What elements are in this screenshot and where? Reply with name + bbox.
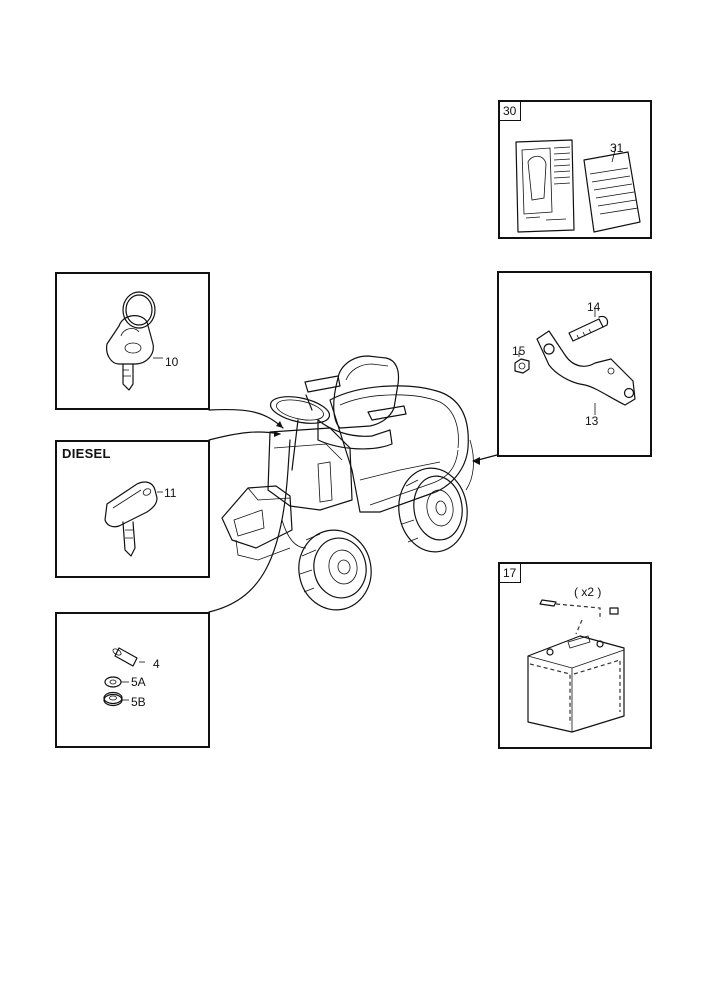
ignition-key-illustration xyxy=(106,291,163,391)
callout-4: 4 xyxy=(153,657,160,671)
key-panel: 10 xyxy=(55,272,210,410)
callout-11: 11 xyxy=(164,486,177,500)
panel-number-17: 17 xyxy=(500,564,522,583)
battery-illustration xyxy=(527,599,625,733)
battery-panel: 17 ( x2 ) xyxy=(498,562,652,749)
bracket-illustration xyxy=(514,309,636,415)
callout-5b: 5B xyxy=(131,695,146,709)
callout-14: 14 xyxy=(587,300,601,314)
small-parts-panel: 4 5A 5B xyxy=(55,612,210,748)
callout-15: 15 xyxy=(512,344,526,358)
diesel-key-panel: DIESEL 11 xyxy=(55,440,210,578)
decal-sheet-illustration xyxy=(515,139,641,233)
decals-panel: 30 31 xyxy=(498,100,652,239)
panel-number-30: 30 xyxy=(500,102,522,121)
diesel-heading: DIESEL xyxy=(62,446,111,461)
callout-10: 10 xyxy=(165,355,179,369)
bracket-panel: 14 15 13 xyxy=(497,271,652,457)
small-parts-illustration xyxy=(103,647,145,707)
callout-13: 13 xyxy=(585,414,599,428)
quantity-note: ( x2 ) xyxy=(574,585,602,599)
callout-31: 31 xyxy=(610,141,624,155)
callout-5a: 5A xyxy=(131,675,146,689)
diesel-key-illustration xyxy=(104,481,163,557)
